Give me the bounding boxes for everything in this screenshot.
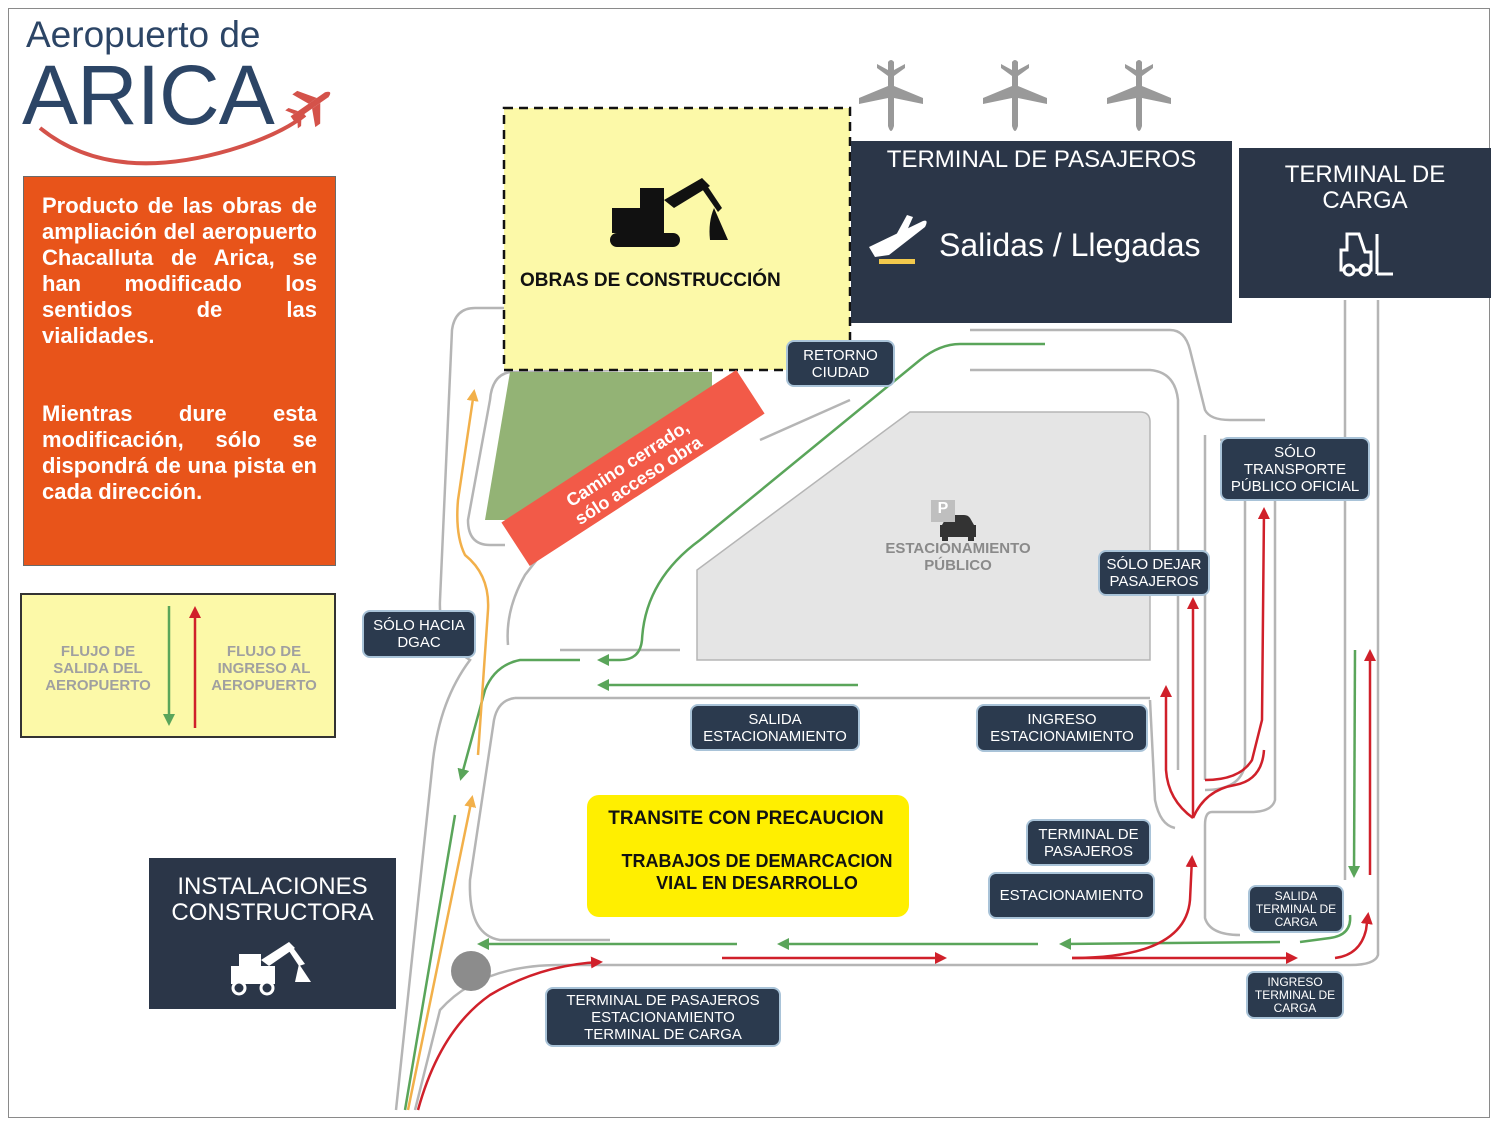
passenger-terminal-subtitle: Salidas / Llegadas xyxy=(939,227,1201,263)
sign-estacionamiento: ESTACIONAMIENTO xyxy=(988,872,1155,919)
airplane-icon xyxy=(983,60,1047,131)
parking-lot xyxy=(696,411,1151,661)
map-frame xyxy=(8,8,1490,1118)
logo-line2: ARICA xyxy=(22,48,275,142)
cargo-terminal: TERMINAL DE CARGA xyxy=(1239,148,1491,298)
sign-solo-dgac: SÓLO HACIA DGAC xyxy=(362,610,476,658)
exit-flow-arrows xyxy=(403,342,1361,1111)
sign-ingreso-estacionamiento: INGRESO ESTACIONAMIENTO xyxy=(976,704,1148,752)
excavator-icon xyxy=(610,178,728,247)
parking-badge xyxy=(931,500,955,522)
logo-swoosh xyxy=(38,113,307,166)
airplane-icon xyxy=(1107,60,1171,131)
contractor-title: INSTALACIONES CONSTRUCTORA xyxy=(171,873,374,926)
sign-retorno-ciudad: RETORNO CIUDAD xyxy=(786,340,895,387)
entry-flow-arrows xyxy=(416,597,1376,1111)
caution-box: TRANSITE CON PRECAUCION TRABAJOS DE DEMA… xyxy=(587,795,909,917)
excavator-truck-icon xyxy=(231,942,311,996)
legend-entry-label: FLUJO DE INGRESO AL AEROPUERTO xyxy=(211,643,317,694)
legend-down-arrow-icon xyxy=(163,714,175,726)
sign-ingreso-terminal-carga: INGRESO TERMINAL DE CARGA xyxy=(1246,971,1344,1019)
logo-line1: Aeropuerto de xyxy=(26,14,261,55)
roundabout xyxy=(451,951,491,991)
construction-label: OBRAS DE CONSTRUCCIÓN xyxy=(520,270,781,291)
legend-box: FLUJO DE SALIDA DEL AEROPUERTO FLUJO DE … xyxy=(20,593,336,738)
closed-road-band xyxy=(501,369,765,567)
logo-airplane-icon xyxy=(285,90,331,129)
parking-badge-label: P xyxy=(937,500,949,517)
parking-label: ESTACIONAMIENTO PÚBLICO xyxy=(885,540,1031,574)
caution-line1: TRANSITE CON PRECAUCION xyxy=(608,808,884,829)
passenger-terminal-title: TERMINAL DE PASAJEROS xyxy=(886,146,1197,173)
sign-terminal-pasajeros: TERMINAL DE PASAJEROS xyxy=(1026,819,1151,866)
sign-bottom-destinations: TERMINAL DE PASAJEROS ESTACIONAMIENTO TE… xyxy=(545,987,781,1047)
legend-exit-label: FLUJO DE SALIDA DEL AEROPUERTO xyxy=(45,643,151,694)
notice-box: Producto de las obras de ampliación del … xyxy=(23,176,336,566)
passenger-terminal: TERMINAL DE PASAJEROS Salidas / Llegadas xyxy=(851,141,1232,323)
caution-line2: TRABAJOS DE DEMARCACION VIAL EN DESARROL… xyxy=(621,851,893,893)
cargo-terminal-title: TERMINAL DE CARGA xyxy=(1284,161,1446,214)
forklift-icon xyxy=(1339,232,1393,277)
sign-salida-estacionamiento: SALIDA ESTACIONAMIENTO xyxy=(690,704,860,751)
legend-arrows xyxy=(163,606,201,728)
sign-salida-terminal-carga: SALIDA TERMINAL DE CARGA xyxy=(1248,885,1344,933)
plane-landing-icon xyxy=(869,215,927,264)
contractor-facility: INSTALACIONES CONSTRUCTORA xyxy=(149,858,396,1009)
airplane-icon xyxy=(859,60,923,131)
road-outlines xyxy=(394,300,1380,1111)
notice-paragraph-2: Mientras dure esta modificación, sólo se… xyxy=(42,401,317,504)
legend-up-arrow-icon xyxy=(189,606,201,618)
sign-solo-transporte: SÓLO TRANSPORTE PÚBLICO OFICIAL xyxy=(1220,437,1370,501)
sign-solo-dejar: SÓLO DEJAR PASAJEROS xyxy=(1098,550,1210,596)
notice-paragraph-1: Producto de las obras de ampliación del … xyxy=(42,193,317,348)
dgac-path xyxy=(406,389,490,1111)
green-area xyxy=(485,372,712,520)
